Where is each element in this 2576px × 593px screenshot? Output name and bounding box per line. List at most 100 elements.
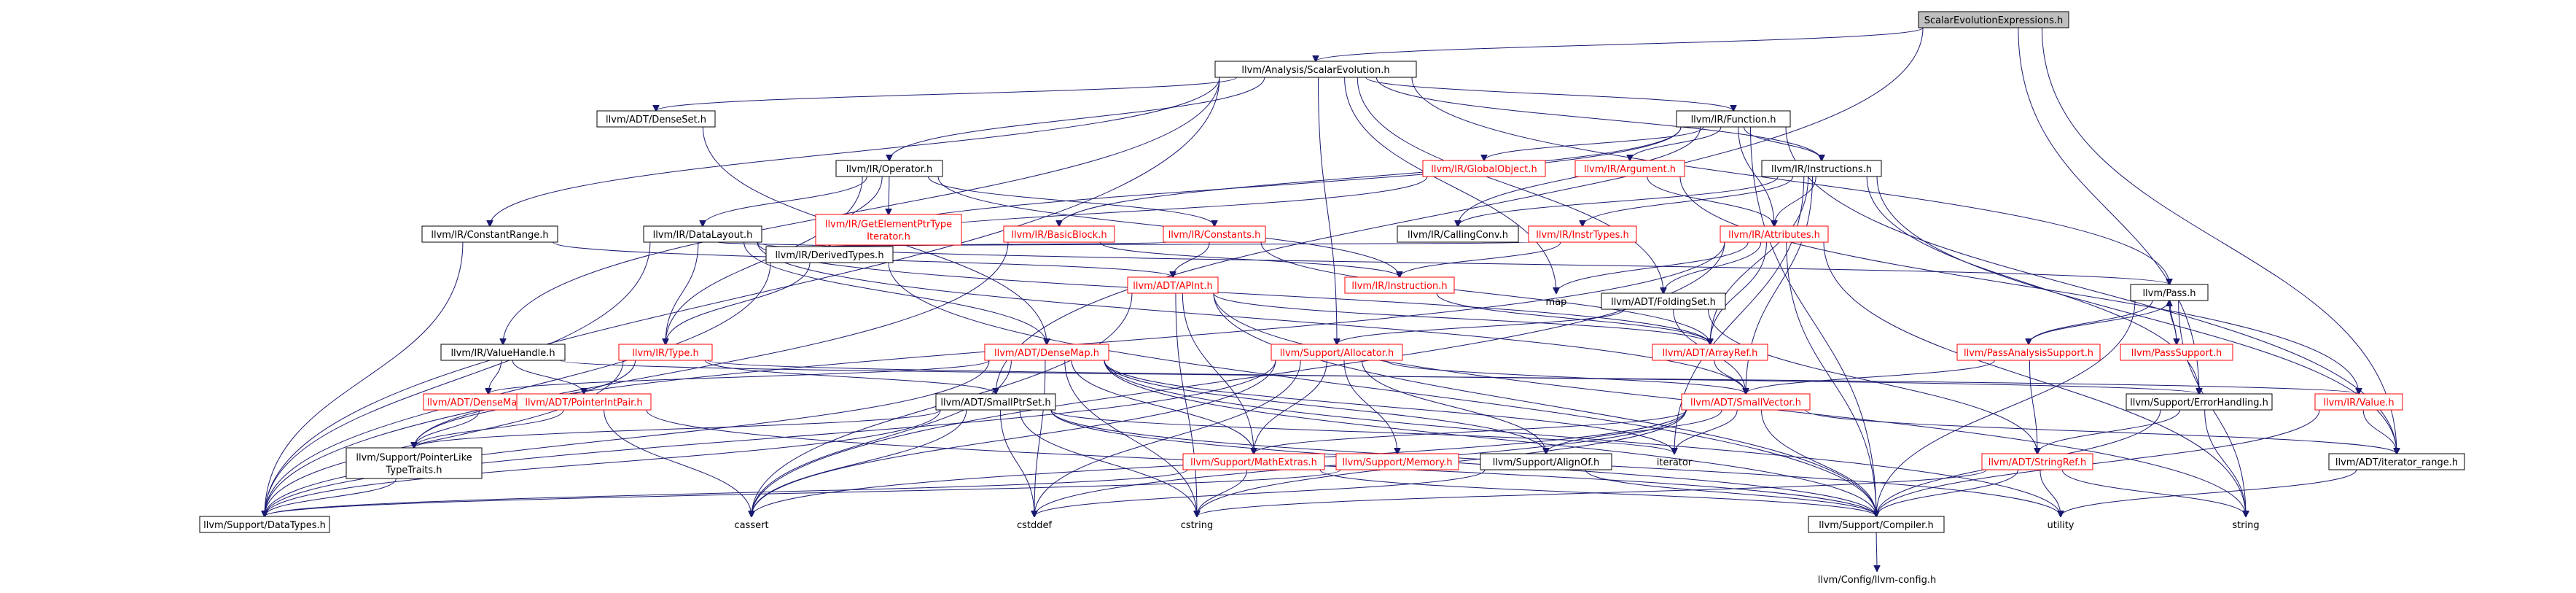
edge-attributes-to-compiler (1786, 241, 1876, 516)
node-memory[interactable]: llvm/Support/Memory.h (1335, 453, 1459, 470)
node-denseset[interactable]: llvm/ADT/DenseSet.h (596, 110, 716, 128)
node-basicblock[interactable]: llvm/IR/BasicBlock.h (1003, 225, 1115, 243)
node-label: llvm/Config/llvm-config.h (1818, 575, 1936, 586)
node-iterrange[interactable]: llvm/ADT/iterator_range.h (2328, 453, 2465, 470)
node-box (2126, 393, 2273, 411)
node-label: llvm/IR/BasicBlock.h (1011, 230, 1106, 241)
node-instructions[interactable]: llvm/IR/Instructions.h (1761, 160, 1882, 177)
edge-densemap-to-densemapinfo (488, 360, 990, 394)
edge-apint-to-arrayref (1213, 292, 1710, 344)
node-box (2120, 344, 2233, 361)
node-box (1918, 11, 2069, 28)
edge-constants-to-apint (1173, 241, 1210, 277)
edge-apint-to-compiler (1213, 292, 1876, 516)
node-cstddef: cstddef (1017, 520, 1053, 531)
node-label: Iterator.h (867, 232, 910, 243)
node-constants[interactable]: llvm/IR/Constants.h (1163, 225, 1266, 243)
node-derivedtypes[interactable]: llvm/IR/DerivedTypes.h (765, 246, 894, 263)
node-smallptrset[interactable]: llvm/ADT/SmallPtrSet.h (935, 393, 1056, 411)
node-label: cstddef (1017, 520, 1053, 531)
node-label: llvm/ADT/iterator_range.h (2335, 457, 2458, 468)
edge-stringref-to-compiler (1876, 469, 2018, 516)
node-box (1652, 344, 1768, 361)
node-valuehandle[interactable]: llvm/IR/ValueHandle.h (440, 344, 566, 361)
edge-instructions-to-iterrange (1876, 176, 2397, 454)
node-datalayout[interactable]: llvm/IR/DataLayout.h (643, 225, 762, 243)
node-smallvector[interactable]: llvm/ADT/SmallVector.h (1681, 393, 1811, 411)
node-allocator[interactable]: llvm/Support/Allocator.h (1271, 344, 1403, 361)
node-datatypes[interactable]: llvm/Support/DataTypes.h (199, 516, 330, 533)
node-box (1574, 160, 1685, 177)
node-pass[interactable]: llvm/Pass.h (2130, 284, 2209, 301)
edge-allocator-to-memory (1343, 360, 1397, 454)
edge-valuehandle-to-densemapinfo (488, 360, 502, 394)
edge-smallvector-to-iterrange (1805, 409, 2397, 454)
edge-passanalysis-to-pass (2028, 301, 2169, 345)
node-label: llvm/IR/Function.h (1691, 115, 1776, 125)
node-box (1601, 292, 1726, 310)
edge-smallvector-to-mathextras (1254, 409, 1687, 454)
node-function[interactable]: llvm/IR/Function.h (1676, 110, 1791, 128)
edge-memory-to-datatypes (265, 469, 1341, 516)
node-label: llvm/ADT/FoldingSet.h (1611, 297, 1716, 308)
edge-densemap-to-compiler (1104, 360, 1876, 516)
node-operator[interactable]: llvm/IR/Operator.h (835, 160, 943, 177)
edge-instructions-to-instrtypes (1582, 176, 1794, 226)
node-instruction[interactable]: llvm/IR/Instruction.h (1344, 276, 1455, 294)
node-box (1981, 453, 2093, 470)
edge-pass-to-passsupport (2169, 300, 2177, 344)
node-globalobject[interactable]: llvm/IR/GlobalObject.h (1422, 160, 1546, 177)
node-se[interactable]: llvm/Analysis/ScalarEvolution.h (1214, 61, 1417, 78)
node-pointerintpair[interactable]: llvm/ADT/PointerIntPair.h (516, 393, 652, 411)
node-box (1003, 225, 1115, 243)
node-errorhandling[interactable]: llvm/Support/ErrorHandling.h (2126, 393, 2273, 411)
node-label: iterator (1657, 457, 1693, 468)
edge-datalayout-to-type (666, 241, 699, 344)
node-argument[interactable]: llvm/IR/Argument.h (1574, 160, 1685, 177)
edge-iterrange-to-utility (2061, 469, 2357, 516)
node-cstring: cstring (1181, 520, 1213, 531)
node-box (1422, 160, 1546, 177)
node-alignof[interactable]: llvm/Support/AlignOf.h (1480, 453, 1612, 470)
node-passanalysis[interactable]: llvm/PassAnalysisSupport.h (1956, 344, 2101, 361)
node-constantrange[interactable]: llvm/IR/ConstantRange.h (421, 225, 558, 243)
node-label: string (2232, 520, 2259, 531)
node-stringref[interactable]: llvm/ADT/StringRef.h (1981, 453, 2093, 470)
node-attributes[interactable]: llvm/IR/Attributes.h (1720, 225, 1829, 243)
node-box (199, 516, 330, 533)
node-value[interactable]: llvm/IR/Value.h (2314, 393, 2403, 411)
edge-root-to-smallptrset (996, 27, 1924, 394)
node-utility: utility (2048, 520, 2075, 531)
node-type[interactable]: llvm/IR/Type.h (618, 344, 713, 361)
edge-densemapinfo-to-pointerlike (414, 409, 480, 448)
edge-constants-to-arrayref (1260, 241, 1710, 344)
edge-se-to-constantrange (490, 77, 1220, 226)
node-box (1808, 516, 1945, 533)
node-mathextras[interactable]: llvm/Support/MathExtras.h (1182, 453, 1325, 470)
node-foldingset[interactable]: llvm/ADT/FoldingSet.h (1601, 292, 1726, 310)
node-box (765, 246, 894, 263)
edge-smallvector-to-alignof (1546, 409, 1722, 454)
node-compiler[interactable]: llvm/Support/Compiler.h (1808, 516, 1945, 533)
node-apint[interactable]: llvm/ADT/APInt.h (1127, 276, 1219, 294)
edge-datalayout-to-smallvector (757, 241, 1746, 394)
edge-errorhandling-to-stringref (2037, 409, 2180, 454)
edge-value-to-iterrange (2362, 409, 2397, 454)
node-root[interactable]: ScalarEvolutionExpressions.h (1918, 11, 2069, 28)
node-arrayref[interactable]: llvm/ADT/ArrayRef.h (1652, 344, 1768, 361)
edge-alignof-to-cstddef (1034, 469, 1486, 516)
node-label: llvm/PassAnalysisSupport.h (1964, 348, 2093, 359)
node-densemap[interactable]: llvm/ADT/DenseMap.h (984, 344, 1109, 361)
node-passsupport[interactable]: llvm/PassSupport.h (2120, 344, 2233, 361)
edge-se-to-function (1365, 77, 1733, 111)
edge-passanalysis-to-stringref (2029, 360, 2037, 454)
node-callingconv[interactable]: llvm/IR/CallingConv.h (1397, 225, 1519, 243)
edge-derivedtypes-to-type (666, 262, 811, 344)
node-label: llvm/Pass.h (2142, 288, 2196, 299)
node-instrtypes[interactable]: llvm/IR/InstrTypes.h (1528, 225, 1637, 243)
edge-densemap-to-cstring (1064, 360, 1197, 516)
edge-argument-to-attributes (1647, 176, 1774, 226)
node-box (618, 344, 713, 361)
